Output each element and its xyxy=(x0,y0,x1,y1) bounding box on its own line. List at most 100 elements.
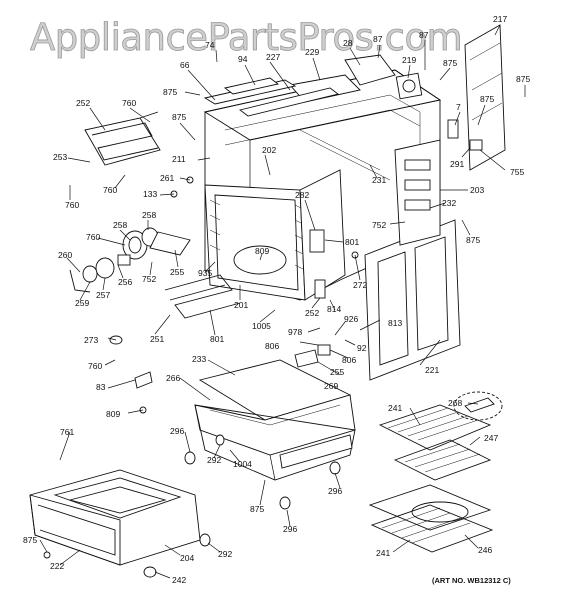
part-label-296-c: 296 xyxy=(283,524,297,534)
art-number: (ART NO. WB12312 C) xyxy=(432,576,511,585)
part-label-813: 813 xyxy=(388,318,402,328)
part-label-257: 257 xyxy=(96,290,110,300)
part-label-760-e: 760 xyxy=(88,361,102,371)
part-label-94: 94 xyxy=(238,54,248,64)
part-label-232: 232 xyxy=(442,198,456,208)
part-label-292-b: 292 xyxy=(218,549,232,559)
part-label-273: 273 xyxy=(84,335,98,345)
part-label-269: 269 xyxy=(324,381,338,391)
part-label-806-b: 806 xyxy=(342,355,356,365)
part-label-282: 282 xyxy=(295,190,309,200)
back-panel xyxy=(447,24,506,171)
part-number-labels: 74 66 94 227 229 28 87 87 219 217 875 87… xyxy=(23,14,530,585)
part-label-809-a: 809 xyxy=(255,246,269,256)
part-label-256: 256 xyxy=(118,277,132,287)
part-label-7: 7 xyxy=(456,102,461,112)
part-label-258-b: 258 xyxy=(142,210,156,220)
part-label-875-a: 875 xyxy=(443,58,457,68)
part-label-217: 217 xyxy=(493,14,507,24)
part-label-204: 204 xyxy=(180,553,194,563)
part-label-259: 259 xyxy=(75,298,89,308)
part-label-760-a: 760 xyxy=(122,98,136,108)
part-label-242: 242 xyxy=(172,575,186,585)
part-label-760-b: 760 xyxy=(65,200,79,210)
part-label-258-a: 258 xyxy=(113,220,127,230)
part-label-255-b: 255 xyxy=(330,367,344,377)
part-label-203: 203 xyxy=(470,185,484,195)
part-label-246: 246 xyxy=(478,545,492,555)
broil-element xyxy=(84,111,161,166)
part-label-268: 268 xyxy=(448,398,462,408)
part-label-296-b: 296 xyxy=(328,486,342,496)
control-panel-frame xyxy=(394,139,441,246)
part-label-251: 251 xyxy=(150,334,164,344)
part-label-266: 266 xyxy=(166,373,180,383)
drawer-frame xyxy=(194,404,356,481)
bottom-panel xyxy=(194,359,356,456)
part-label-801-a: 801 xyxy=(345,237,359,247)
part-label-760-d: 760 xyxy=(86,232,100,242)
part-label-219: 219 xyxy=(402,55,416,65)
inset-part-268 xyxy=(453,391,503,421)
part-label-28: 28 xyxy=(343,38,353,48)
part-label-87-a: 87 xyxy=(373,34,383,44)
part-label-231: 231 xyxy=(372,175,386,185)
part-label-247: 247 xyxy=(484,433,498,443)
part-label-761: 761 xyxy=(60,427,74,437)
part-label-221: 221 xyxy=(425,365,439,375)
part-label-1004: 1004 xyxy=(233,459,252,469)
part-label-752-a: 752 xyxy=(372,220,386,230)
part-label-66: 66 xyxy=(180,60,190,70)
part-label-92: 92 xyxy=(357,343,367,353)
part-label-875-f: 875 xyxy=(466,235,480,245)
part-label-875-e: 875 xyxy=(172,112,186,122)
side-panel xyxy=(364,219,461,381)
part-label-83: 83 xyxy=(96,382,106,392)
part-label-241-b: 241 xyxy=(376,548,390,558)
storage-drawer xyxy=(29,469,201,566)
part-label-253: 253 xyxy=(53,152,67,162)
part-label-875-g: 875 xyxy=(250,504,264,514)
part-label-233: 233 xyxy=(192,354,206,364)
part-label-252-a: 252 xyxy=(76,98,90,108)
part-label-752-b: 752 xyxy=(142,274,156,284)
leader-lines xyxy=(39,24,526,579)
part-label-202: 202 xyxy=(262,145,276,155)
oven-racks xyxy=(368,404,494,553)
part-label-133: 133 xyxy=(143,189,157,199)
part-label-926: 926 xyxy=(344,314,358,324)
part-label-809-b: 809 xyxy=(106,409,120,419)
part-label-875-d: 875 xyxy=(163,87,177,97)
bake-element xyxy=(164,274,241,319)
part-label-755: 755 xyxy=(510,167,524,177)
convection-fan-parts xyxy=(69,227,191,293)
part-label-801-b: 801 xyxy=(210,334,224,344)
part-label-211: 211 xyxy=(172,154,186,164)
part-label-814: 814 xyxy=(327,304,341,314)
part-label-272: 272 xyxy=(353,280,367,290)
watermark-logo: AppliancePartsPros.com xyxy=(30,16,462,59)
part-label-978: 978 xyxy=(288,327,302,337)
part-label-222: 222 xyxy=(50,561,64,571)
part-label-260: 260 xyxy=(58,250,72,260)
part-label-255-a: 255 xyxy=(170,267,184,277)
part-label-806-a: 806 xyxy=(265,341,279,351)
part-label-875-h: 875 xyxy=(23,535,37,545)
part-label-875-c: 875 xyxy=(480,94,494,104)
part-label-74: 74 xyxy=(205,40,215,50)
part-label-291: 291 xyxy=(450,159,464,169)
part-label-241-a: 241 xyxy=(388,403,402,413)
part-label-875-b: 875 xyxy=(516,74,530,84)
part-label-292-a: 292 xyxy=(207,455,221,465)
part-label-87-b: 87 xyxy=(419,30,429,40)
part-label-760-c: 760 xyxy=(103,185,117,195)
part-label-201: 201 xyxy=(234,300,248,310)
part-label-296-a: 296 xyxy=(170,426,184,436)
part-label-252-b: 252 xyxy=(305,308,319,318)
part-label-261: 261 xyxy=(160,173,174,183)
part-label-935: 935 xyxy=(198,268,212,278)
part-label-1005: 1005 xyxy=(252,321,271,331)
part-label-229: 229 xyxy=(305,47,319,57)
part-label-227: 227 xyxy=(266,52,280,62)
